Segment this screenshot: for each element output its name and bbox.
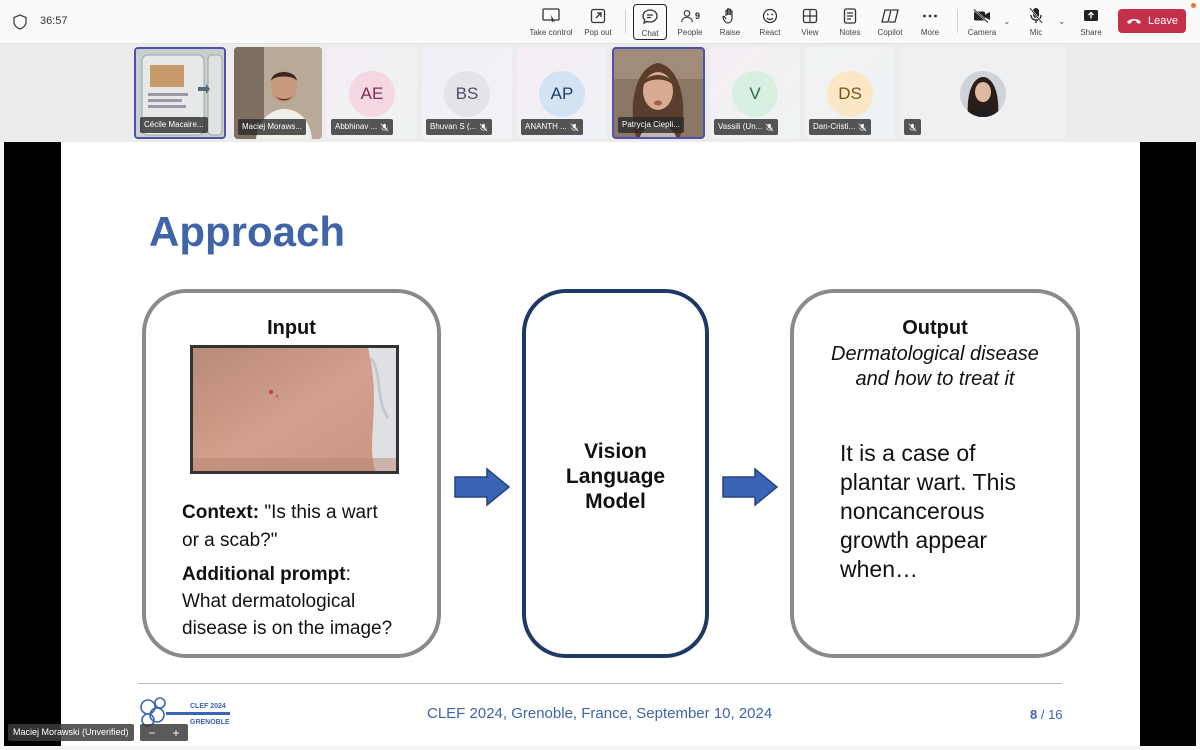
model-label: Vision Language Model [565, 440, 666, 513]
hand-icon [722, 8, 733, 24]
slide-page-number: 8 / 16 [1030, 707, 1063, 722]
skin-lesion-image [190, 345, 399, 474]
more-dots-icon [923, 14, 937, 18]
mic-off-icon [479, 123, 488, 131]
camera-button[interactable]: Camera [956, 4, 1008, 40]
take-control-button[interactable]: Take control [525, 4, 577, 40]
output-subtitle-1: Dermatological disease [831, 343, 1039, 365]
avatar-photo [960, 71, 1006, 117]
participant-tile[interactable]: Patrycja Ciepli... [612, 47, 705, 139]
participant-strip: Cécile Macaire... Maciej Moraws... AE Ab… [0, 44, 1200, 142]
participant-name: Abbhinav ... [331, 119, 394, 135]
right-arrow-icon [722, 467, 779, 507]
shield-icon [13, 14, 27, 30]
participant-tile[interactable]: AP ANANTH ... [517, 47, 607, 139]
participant-tile[interactable]: Cécile Macaire... [134, 47, 226, 139]
grid-view-icon [802, 8, 818, 24]
zoom-out-icon[interactable]: − [148, 725, 156, 740]
participant-name: Cécile Macaire... [140, 117, 208, 133]
participant-tile[interactable] [900, 47, 1066, 139]
zoom-in-icon[interactable]: + [172, 725, 180, 740]
participant-tile[interactable]: V Vassili (Un... [710, 47, 800, 139]
chat-button[interactable]: Chat [633, 4, 667, 40]
clef-logo: CLEF 2024 GRENOBLE [140, 697, 230, 727]
avatar: DS [827, 71, 873, 117]
input-box: Input Context: "Is this a wart or a [142, 289, 441, 658]
slide-footer: CLEF 2024, Grenoble, France, September 1… [427, 705, 773, 722]
mic-options-chevron-icon[interactable]: ⌄ [1058, 16, 1066, 26]
context-line-1: Context: "Is this a wart [182, 502, 378, 523]
camera-off-icon [973, 9, 990, 23]
input-heading: Input [267, 317, 316, 339]
output-subtitle-2: and how to treat it [855, 368, 1015, 390]
notes-icon [843, 8, 857, 24]
pop-out-button[interactable]: Pop out [572, 4, 624, 40]
participant-tile[interactable]: BS Bhuvan S (... [422, 47, 512, 139]
model-box: Vision Language Model [522, 289, 709, 658]
presentation-slide: Approach Input Context: "Is [61, 142, 1140, 746]
zoom-controls[interactable]: − + [140, 724, 188, 741]
view-button[interactable]: View [784, 4, 836, 40]
react-button[interactable]: React [744, 4, 796, 40]
leave-button[interactable]: Leave [1118, 9, 1186, 33]
participant-name: Vassili (Un... [714, 119, 779, 135]
meeting-timer: 36:57 [40, 15, 68, 27]
participant-name [904, 119, 921, 135]
mic-off-icon [765, 123, 774, 131]
meeting-toolbar: 36:57 Take control Pop out Chat 9 People… [0, 0, 1200, 44]
people-icon [681, 10, 693, 23]
right-arrow-icon [454, 467, 511, 507]
output-example-text: It is a case of plantar wart. This nonca… [840, 440, 1016, 582]
mic-button[interactable]: Mic [1010, 4, 1062, 40]
participant-name: Maciej Moraws... [238, 119, 307, 135]
mic-off-icon [380, 123, 389, 131]
slide-title: Approach [149, 208, 346, 255]
participant-name: Bhuvan S (... [426, 119, 493, 135]
mic-off-icon [1029, 7, 1043, 24]
take-control-icon [542, 8, 560, 23]
toolbar-divider [957, 9, 958, 33]
context-line-2: or a scab?" [182, 530, 278, 551]
presenter-name-tag: Maciej Morawski (Unverified) [8, 724, 134, 741]
output-heading: Output [902, 317, 968, 339]
avatar: AE [349, 71, 395, 117]
copilot-button[interactable]: Copilot [864, 4, 916, 40]
footer-divider [138, 683, 1062, 684]
mic-off-icon [858, 123, 867, 131]
smiley-icon [762, 8, 778, 24]
more-button[interactable]: More [904, 4, 956, 40]
prompt-line-1: Additional prompt: [182, 564, 351, 585]
avatar: BS [444, 71, 490, 117]
participant-tile[interactable]: DS Dan-Cristi... [805, 47, 895, 139]
notes-button[interactable]: Notes [824, 4, 876, 40]
svg-text:CLEF 2024: CLEF 2024 [190, 703, 226, 710]
prompt-line-2: What dermatological [182, 591, 356, 612]
hang-up-icon [1127, 19, 1141, 24]
participant-tile[interactable]: AE Abbhinav ... [327, 47, 417, 139]
avatar: V [732, 71, 778, 117]
participant-name: Patrycja Ciepli... [618, 117, 684, 133]
participant-tile[interactable]: Maciej Moraws... [234, 47, 322, 139]
notification-dot [1191, 3, 1196, 8]
mic-off-icon [908, 123, 917, 131]
svg-text:GRENOBLE: GRENOBLE [190, 719, 230, 726]
prompt-line-3: disease is on the image? [182, 618, 393, 639]
mic-off-icon [570, 123, 579, 131]
camera-options-chevron-icon[interactable]: ⌄ [1003, 16, 1011, 26]
participant-name: Dan-Cristi... [809, 119, 872, 135]
people-count-badge: 9 [694, 11, 700, 21]
toolbar-divider [625, 9, 626, 33]
pop-out-icon [590, 8, 606, 24]
chat-icon [642, 9, 658, 25]
copilot-icon [881, 9, 899, 23]
output-box: Output Dermatological disease and how to… [790, 289, 1080, 658]
avatar: AP [539, 71, 585, 117]
raise-hand-button[interactable]: Raise [704, 4, 756, 40]
participant-name: ANANTH ... [521, 119, 583, 135]
share-button[interactable]: Share [1065, 4, 1117, 40]
share-icon [1084, 10, 1098, 21]
people-button[interactable]: 9 People [664, 4, 716, 40]
